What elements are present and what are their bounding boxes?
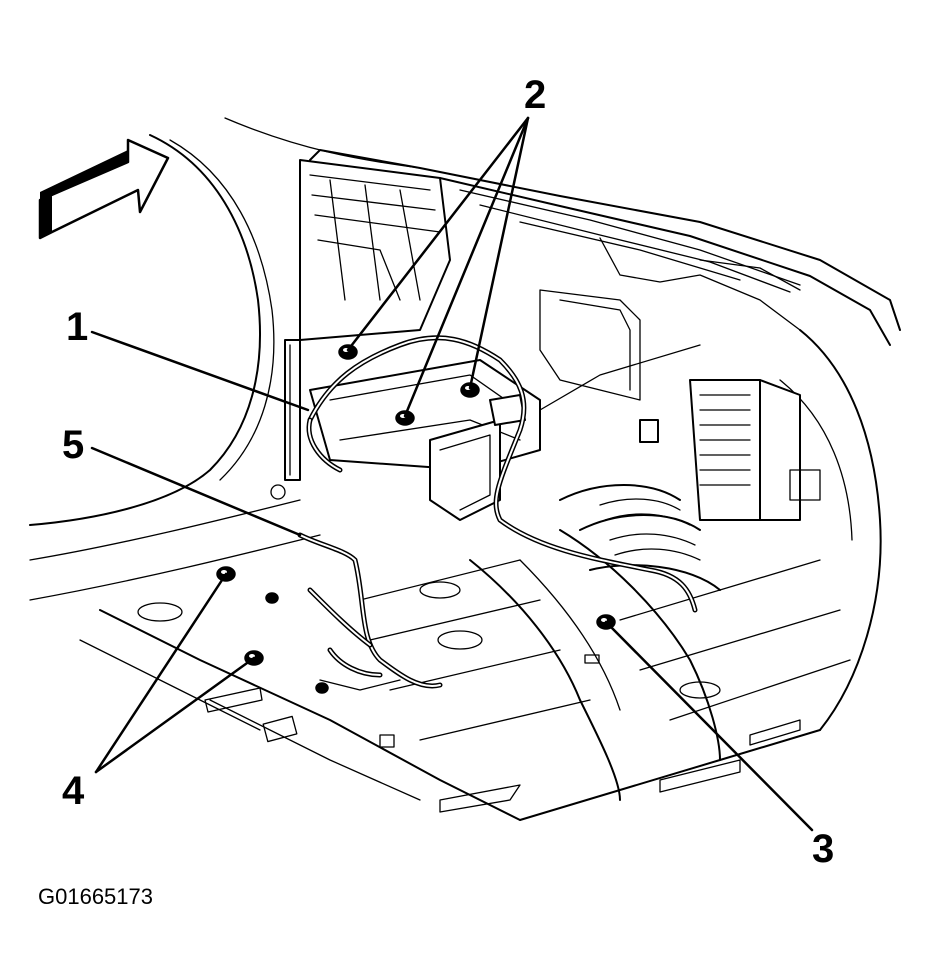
clip-small-b (315, 682, 329, 694)
leader-2b (403, 116, 530, 418)
leader-lines (90, 116, 814, 832)
callout-labels: 1 2 3 4 5 (62, 73, 834, 871)
callout-5: 5 (62, 423, 84, 467)
callout-2: 2 (524, 73, 546, 117)
tunnel-components (559, 484, 721, 591)
leader-2a (346, 116, 530, 352)
fasteners (216, 344, 616, 694)
figure-id: G01665173 (38, 884, 153, 909)
forward-direction-arrow-icon (38, 138, 170, 240)
leader-5 (90, 446, 302, 537)
leader-3 (604, 620, 814, 832)
callout-3: 3 (812, 827, 834, 871)
bolt-upper-left (338, 344, 358, 360)
clip-small-a (265, 592, 279, 604)
bolt-center (395, 410, 415, 426)
bulkhead-bracket (270, 159, 541, 521)
right-side-module (539, 289, 821, 521)
callout-4: 4 (62, 769, 85, 813)
callout-1: 1 (66, 305, 88, 349)
leader-4a (94, 572, 228, 774)
leader-4b (94, 656, 256, 774)
bolt-upper-right (460, 382, 480, 398)
leader-2c (468, 116, 530, 390)
wiring-harness (297, 335, 701, 691)
leader-1 (90, 330, 310, 412)
